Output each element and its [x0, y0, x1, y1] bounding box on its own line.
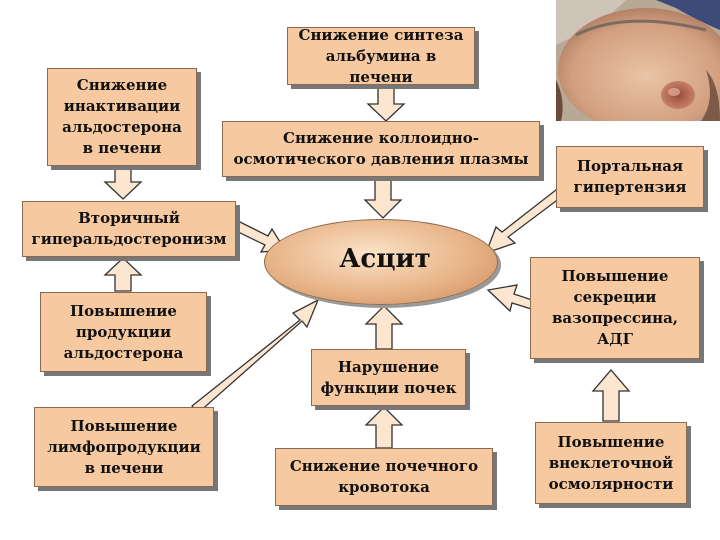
- box-secondary-hyperaldosteronism: Вторичный гиперальдостеронизм: [22, 201, 236, 257]
- arrow-oncotic-to-ascites: [363, 176, 403, 219]
- box-vasopressin-secretion-increase: Повышение секреции вазопрессина, АДГ: [530, 257, 700, 359]
- ascites-label: Асцит: [339, 244, 431, 274]
- ascites-oval: [264, 219, 498, 305]
- box-lymph-production-increase: Повышение лимфопродукции в печени: [34, 407, 214, 487]
- patient-abdomen-photo: [556, 0, 720, 121]
- arrow-kidney-to-ascites: [364, 305, 404, 350]
- box-albumin-synthesis-decrease: Снижение синтеза альбумина в печени: [287, 26, 475, 86]
- box-oncotic-pressure-decrease: Снижение коллоидно- осмотического давлен…: [222, 121, 540, 177]
- arrow-aldo-inact-to-hyper: [103, 166, 143, 200]
- box-kidney-function-impairment: Нарушение функции почек: [311, 349, 466, 406]
- arrow-aldo-prod-to-hyper: [103, 257, 143, 292]
- box-aldosterone-production-increase: Повышение продукции альдостерона: [40, 292, 207, 372]
- arrow-lymph-to-ascites: [191, 298, 320, 414]
- arrow-osmolarity-to-adh: [591, 369, 631, 422]
- arrow-renalflow-to-kidney: [364, 406, 404, 449]
- box-aldosterone-inactivation-decrease: Снижение инактивации альдостерона в пече…: [47, 68, 197, 166]
- box-portal-hypertension: Портальная гипертензия: [556, 146, 704, 208]
- box-renal-blood-flow-decrease: Снижение почечного кровотока: [275, 448, 493, 506]
- arrow-albumin-to-oncotic: [366, 83, 406, 122]
- box-extracellular-osmolarity-increase: Повышение внеклеточной осмолярности: [535, 422, 687, 504]
